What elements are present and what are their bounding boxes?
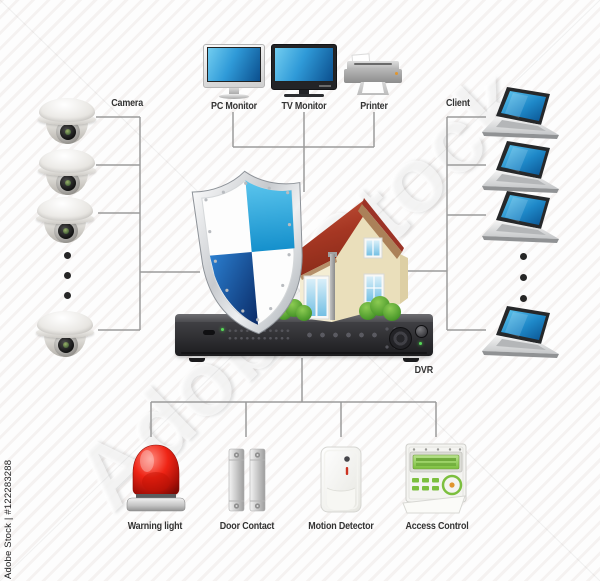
dome-camera-icon [36, 197, 96, 245]
tv-stand-neck [299, 90, 309, 94]
tv-screen [274, 47, 334, 82]
printer-slot [354, 63, 392, 65]
dvr-function-buttons [303, 331, 381, 339]
label-client: Client [446, 97, 470, 109]
ellipsis-dot [64, 272, 71, 279]
dvr-jog-knob [415, 325, 428, 338]
connector-cameras [96, 116, 200, 331]
label-printer: Printer [360, 100, 388, 112]
access-control-icon [402, 442, 472, 519]
dvr-small-buttons [383, 326, 399, 332]
camera-dome-cap [39, 98, 95, 122]
dvr-power-led [419, 342, 422, 345]
label-dvr: DVR [414, 364, 434, 376]
house-illustration [276, 192, 428, 331]
camera-lens-glint [65, 180, 71, 186]
laptop-icon [476, 190, 566, 251]
connector-monitors [232, 112, 375, 192]
camera-lens-glint [63, 228, 69, 234]
label-warning-light: Warning light [127, 520, 183, 532]
dvr-small-buttons [383, 344, 399, 350]
camera-lens-glint [63, 342, 69, 348]
printer-power-led [395, 72, 398, 75]
monitor-frame [203, 44, 265, 88]
label-motion-detector: Motion Detector [308, 520, 374, 532]
connector-alarm-devices [150, 358, 437, 437]
dvr-status-led [221, 328, 224, 331]
monitor-screen [207, 47, 261, 82]
door-contact-icon [227, 446, 267, 519]
dome-camera-icon [38, 149, 98, 197]
label-pc-monitor: PC Monitor [211, 100, 257, 112]
tv-brand-mark [319, 85, 331, 87]
label-door-contact: Door Contact [219, 520, 275, 532]
motion-detector-icon [318, 446, 364, 519]
printer-body [344, 69, 402, 83]
ellipsis-dot [520, 253, 527, 260]
label-tv-monitor: TV Monitor [281, 100, 327, 112]
camera-dome-cap [37, 311, 93, 335]
watermark-caption: Adobe Stock | #122283288 [3, 459, 14, 579]
dvr-foot [403, 358, 419, 362]
printer-output-paper [362, 82, 384, 93]
protection-shield-icon [183, 163, 322, 348]
camera-lens-glint [65, 129, 71, 135]
monitor-stand-neck [229, 88, 239, 94]
laptop-icon [476, 140, 566, 201]
dvr-groove [181, 352, 427, 354]
tv-stand-base [284, 94, 324, 97]
printer-icon [344, 53, 402, 98]
tv-monitor-icon [271, 44, 337, 100]
laptop-icon [476, 305, 566, 366]
pc-monitor-icon [203, 44, 265, 100]
tv-frame [271, 44, 337, 90]
dome-camera-icon [36, 311, 96, 359]
ellipsis-dot [520, 295, 527, 302]
camera-dome-cap [39, 149, 95, 173]
dvr-foot [189, 358, 205, 362]
warning-light-icon [124, 442, 188, 519]
dvr-ir-window [203, 330, 215, 335]
ellipsis-dot [520, 274, 527, 281]
dome-camera-icon [38, 98, 98, 146]
label-camera: Camera [111, 97, 143, 109]
laptop-icon [476, 86, 566, 147]
label-access-control: Access Control [405, 520, 469, 532]
connector-clients [400, 116, 486, 331]
dvr-channel-buttons [227, 327, 291, 342]
camera-dome-cap [37, 197, 93, 221]
ellipsis-dot [64, 292, 71, 299]
monitor-stand-base [219, 94, 249, 99]
dvr-directional-pad [389, 327, 412, 350]
printer-top [347, 61, 399, 70]
ellipsis-dot [64, 252, 71, 259]
